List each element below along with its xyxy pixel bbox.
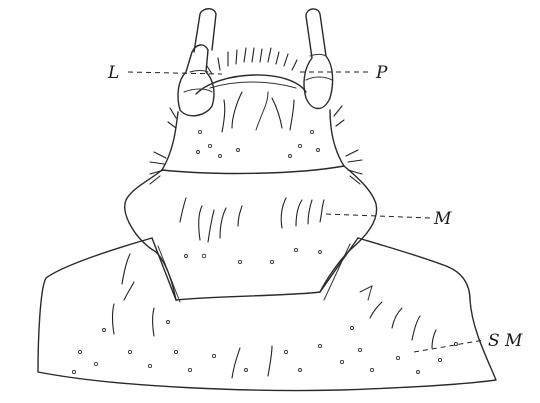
submentum-setae <box>113 254 437 378</box>
submentum-pores <box>72 321 457 374</box>
label-M-leader <box>326 214 430 218</box>
label-P: P <box>375 63 388 83</box>
right-labial-palp <box>304 9 333 109</box>
ligula-bristles <box>207 48 297 74</box>
label-M: M <box>433 209 452 229</box>
mentum-setae <box>180 198 324 242</box>
shoulder-bristles <box>150 150 362 184</box>
submentum-plate <box>38 238 496 390</box>
label-L: L <box>107 63 119 83</box>
prementum-setae <box>168 92 344 132</box>
submentum-inner-edge <box>176 292 320 300</box>
left-labial-palp <box>178 45 214 116</box>
label-SM: S M <box>488 331 523 351</box>
submentum-left-notch <box>152 238 176 300</box>
mentum-pores <box>185 248 322 263</box>
prementum <box>162 110 344 170</box>
mentum-plate <box>125 166 377 300</box>
label-SM-leader <box>414 340 484 352</box>
prementum-pores <box>197 130 320 157</box>
submentum-right-notch <box>320 238 358 292</box>
